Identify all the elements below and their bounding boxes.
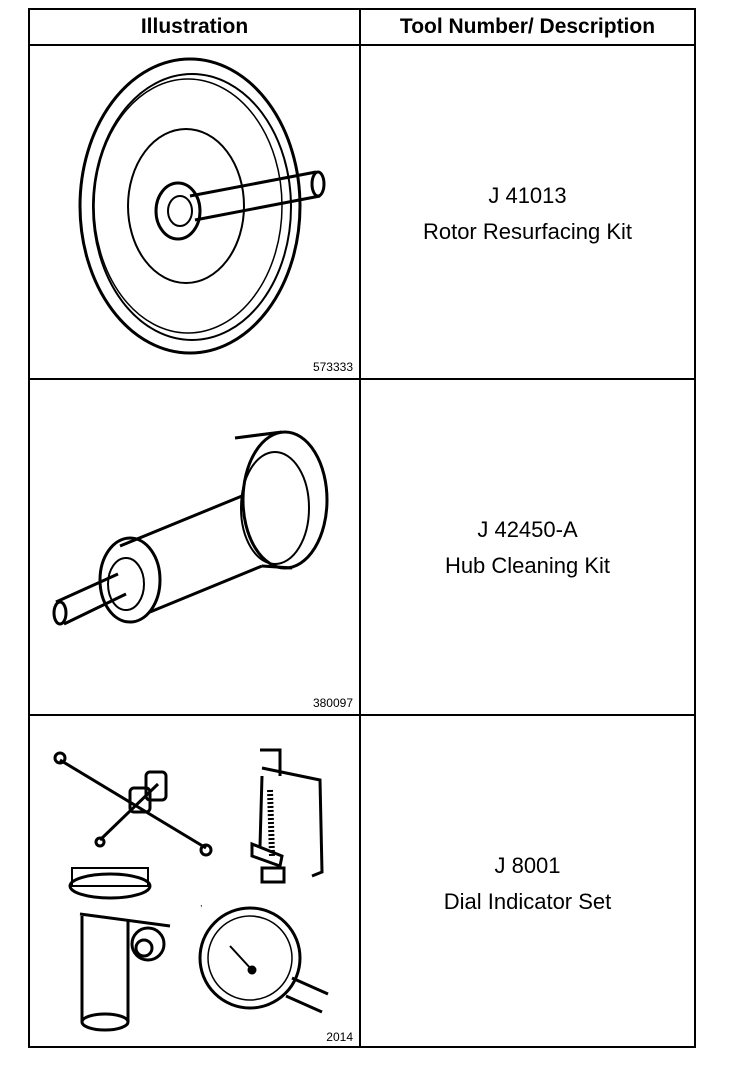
table-row-description: J 41013 Rotor Resurfacing Kit xyxy=(361,178,694,250)
row-divider xyxy=(30,714,694,716)
header-divider xyxy=(30,44,694,46)
table-row-description: J 42450-A Hub Cleaning Kit xyxy=(361,512,694,584)
figure-id: 573333 xyxy=(312,360,353,374)
rotor-resurfacing-kit-icon xyxy=(78,57,326,355)
tool-description: Hub Cleaning Kit xyxy=(444,553,611,578)
tool-description: Dial Indicator Set xyxy=(443,889,612,914)
hub-cleaning-kit-icon xyxy=(52,430,329,626)
tool-number: J 41013 xyxy=(488,183,567,208)
column-divider xyxy=(359,10,361,1046)
tool-description: Rotor Resurfacing Kit xyxy=(422,219,633,244)
figure-id: 2014 xyxy=(326,1030,353,1044)
figure-id: 380097 xyxy=(312,696,353,710)
table-row-description: J 8001 Dial Indicator Set xyxy=(361,848,694,920)
row-divider xyxy=(30,378,694,380)
table-row-illustration: 380097 xyxy=(30,380,359,714)
header-tool-number-description: Tool Number/ Description xyxy=(399,15,656,38)
table-row-illustration: 573333 xyxy=(30,46,359,378)
tool-number: J 42450-A xyxy=(477,517,578,542)
header-illustration: Illustration xyxy=(140,15,249,38)
tool-number: J 8001 xyxy=(494,853,561,878)
svg-text:,: , xyxy=(200,898,203,908)
dial-indicator-set-icon: , xyxy=(53,748,329,1032)
table-row-illustration: , 2014 xyxy=(30,716,359,1048)
tool-table: Illustration Tool Number/ Description 57… xyxy=(28,8,696,1048)
